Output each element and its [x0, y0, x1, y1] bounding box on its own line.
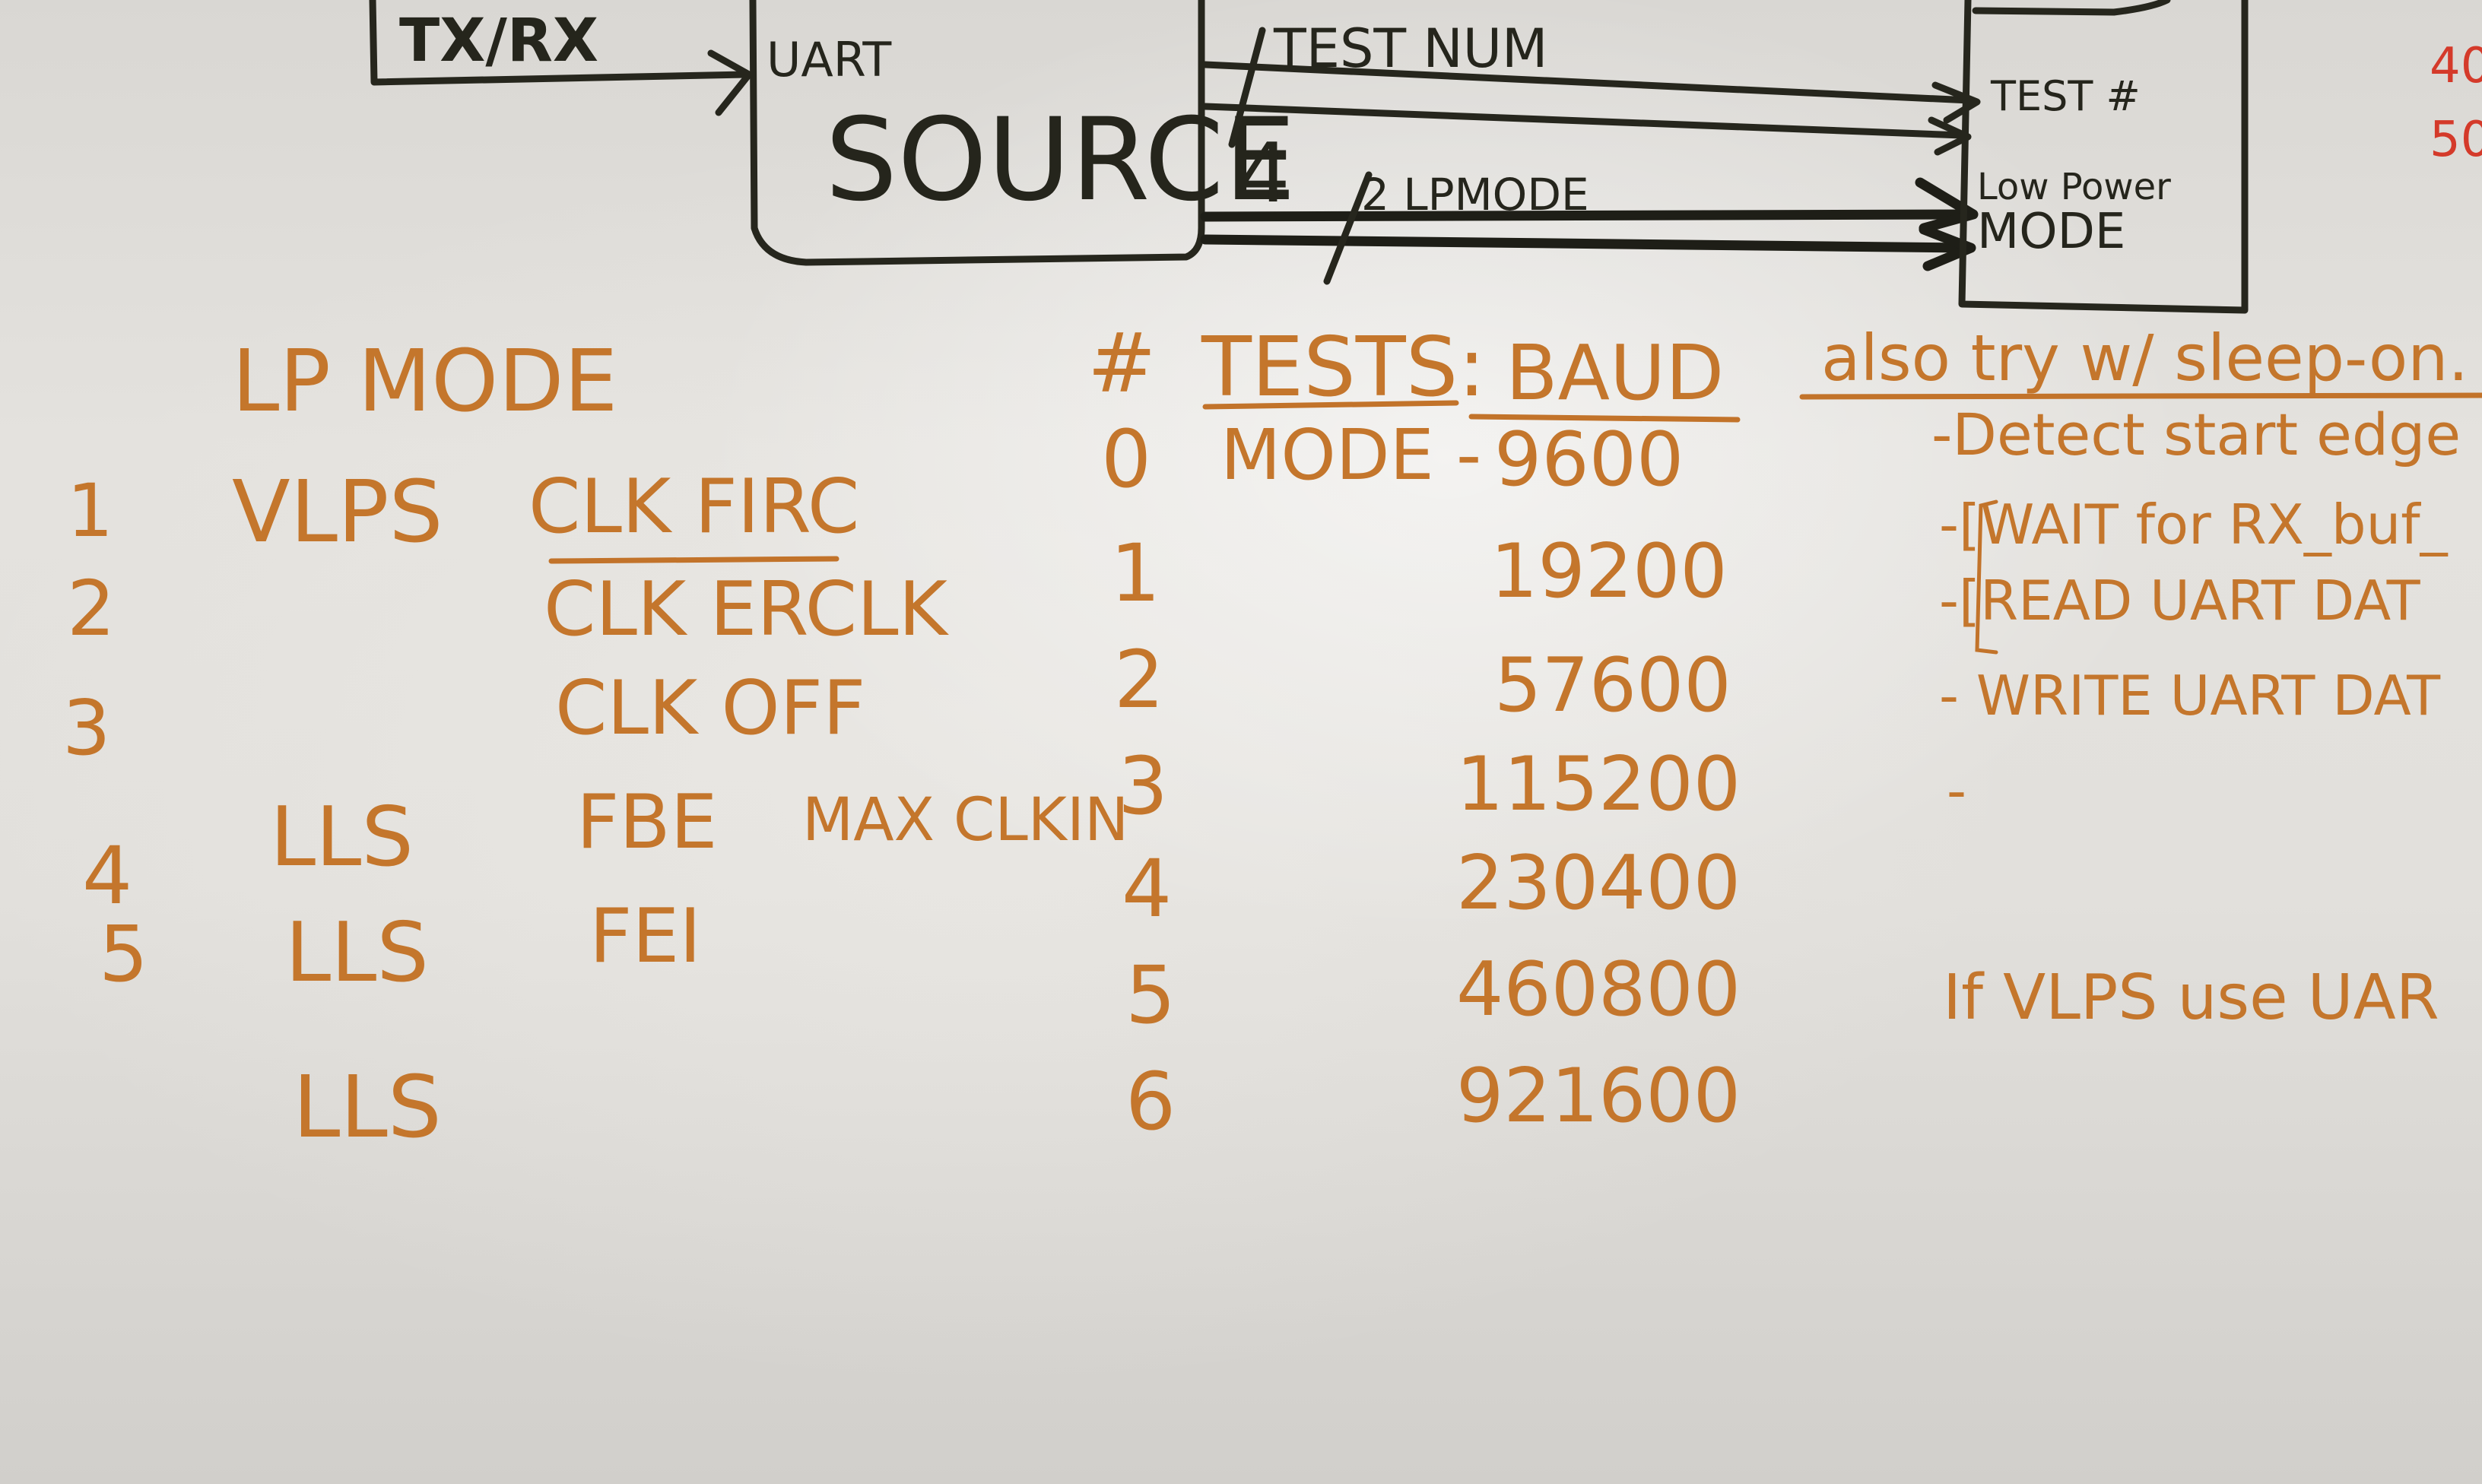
tests-table: # TESTS: BAUD MODE - 0 9600 1 19200 2 57…	[1087, 316, 1741, 1148]
lp-row-4-mode: LLS	[270, 790, 414, 885]
lp-row-5-mode: LLS	[285, 905, 429, 1000]
lpmode-arrowhead-2	[1919, 224, 1976, 271]
bus-width-4: 4	[1238, 126, 1290, 221]
edge-number-2: 50	[2430, 112, 2482, 168]
notes-header-underline	[1799, 392, 2482, 400]
target-box	[1958, 0, 2249, 314]
test-row-6-baud: 921600	[1456, 1053, 1741, 1140]
edge-number-1: 40	[2430, 38, 2482, 94]
lp-mode-table: LP MODE 1 VLPS CLK FIRC 2 CLK ERCLK 3 CL…	[62, 332, 1128, 1157]
lpmode-arrowhead-1	[1915, 177, 1979, 233]
lp-row-1-clock: CLK FIRC	[528, 464, 859, 550]
test-num-label: TEST NUM	[1273, 17, 1547, 80]
note-item-3: -[READ UART DAT	[1939, 569, 2421, 633]
target-test-label: TEST #	[1990, 72, 2141, 120]
block-diagram: TX/RX UART SOURCE TEST NUM 4 2 LPMODE TE…	[369, 0, 2482, 314]
lp-row-3-clock: CLK OFF	[555, 665, 865, 752]
test-row-1-num: 1	[1110, 527, 1160, 620]
notes-header: also try w/ sleep-on.	[1821, 321, 2468, 395]
lp-row-4-clock: FBE	[576, 779, 718, 866]
test-row-2-num: 2	[1114, 633, 1164, 726]
test-row-5-baud: 460800	[1456, 947, 1741, 1033]
test-row-5-num: 5	[1125, 949, 1176, 1042]
test-row-0-baud: 9600	[1494, 417, 1684, 503]
source-box	[749, 0, 1205, 266]
baud-header: BAUD	[1506, 328, 1724, 417]
lpmode-bus-slash	[1323, 171, 1373, 285]
lp-row-3-num: 3	[62, 683, 111, 772]
target-box-inner-curve	[1972, 0, 2171, 16]
tests-hash: #	[1087, 316, 1157, 411]
lp-row-5-num: 5	[99, 909, 148, 1000]
tests-header-underline	[1202, 400, 1459, 410]
test-row-1-baud: 19200	[1490, 528, 1728, 615]
lp-row-4-num: 4	[82, 829, 132, 922]
lp-mode-header: LP MODE	[232, 332, 617, 431]
lpmode-line-2	[1200, 234, 1971, 253]
tx-rx-line	[369, 0, 749, 86]
tx-rx-label: TX/RX	[399, 7, 598, 75]
note-item-4: - WRITE UART DAT	[1939, 664, 2441, 728]
lpmode-line-1	[1200, 209, 1975, 222]
target-mode-label: MODE	[1977, 204, 2125, 260]
test-num-arrowhead-1	[1931, 81, 1981, 124]
test-num-line-1	[1201, 61, 1973, 104]
notes: also try w/ sleep-on. -Detect start edge…	[1799, 321, 2482, 1034]
vlps-note: If VLPS use UAR	[1943, 962, 2439, 1034]
mode-label: MODE -	[1220, 414, 1481, 496]
test-row-3-baud: 115200	[1456, 741, 1741, 828]
uart-label: UART	[766, 32, 892, 87]
lp-row-2-clock: CLK ERCLK	[544, 566, 950, 653]
note-item-5: -	[1947, 759, 1966, 823]
notes-bracket	[1975, 499, 1998, 655]
test-num-line-2	[1201, 103, 1966, 139]
lp-row-1-num: 1	[67, 468, 113, 553]
note-item-2: -[WAIT for RX_buf_	[1939, 493, 2449, 556]
test-row-6-num: 6	[1125, 1055, 1176, 1148]
test-row-2-baud: 57600	[1494, 642, 1731, 729]
test-num-bus-slash	[1228, 27, 1266, 148]
test-row-0-num: 0	[1101, 413, 1151, 506]
note-item-1: -Detect start edge	[1931, 401, 2461, 468]
target-low-power-label: Low Power	[1977, 166, 2171, 208]
baud-header-underline	[1468, 414, 1741, 423]
tests-header: TESTS:	[1201, 320, 1486, 415]
lp-row-6-mode: LLS	[293, 1058, 442, 1157]
tx-rx-arrowhead	[707, 49, 753, 116]
test-row-3-num: 3	[1118, 740, 1168, 832]
lp-row-1-mode: VLPS	[232, 463, 443, 562]
lp-row-5-clock: FEI	[589, 893, 701, 980]
test-row-4-num: 4	[1122, 842, 1172, 935]
lpmode-bus-label: 2 LPMODE	[1361, 169, 1589, 220]
lp-row-2-num: 2	[67, 564, 116, 653]
lp-row-4-note: MAX CLKIN	[802, 786, 1128, 855]
test-row-4-baud: 230400	[1456, 840, 1741, 927]
source-title: SOURCE	[825, 94, 1296, 227]
lp-row-1-underline	[548, 556, 840, 564]
